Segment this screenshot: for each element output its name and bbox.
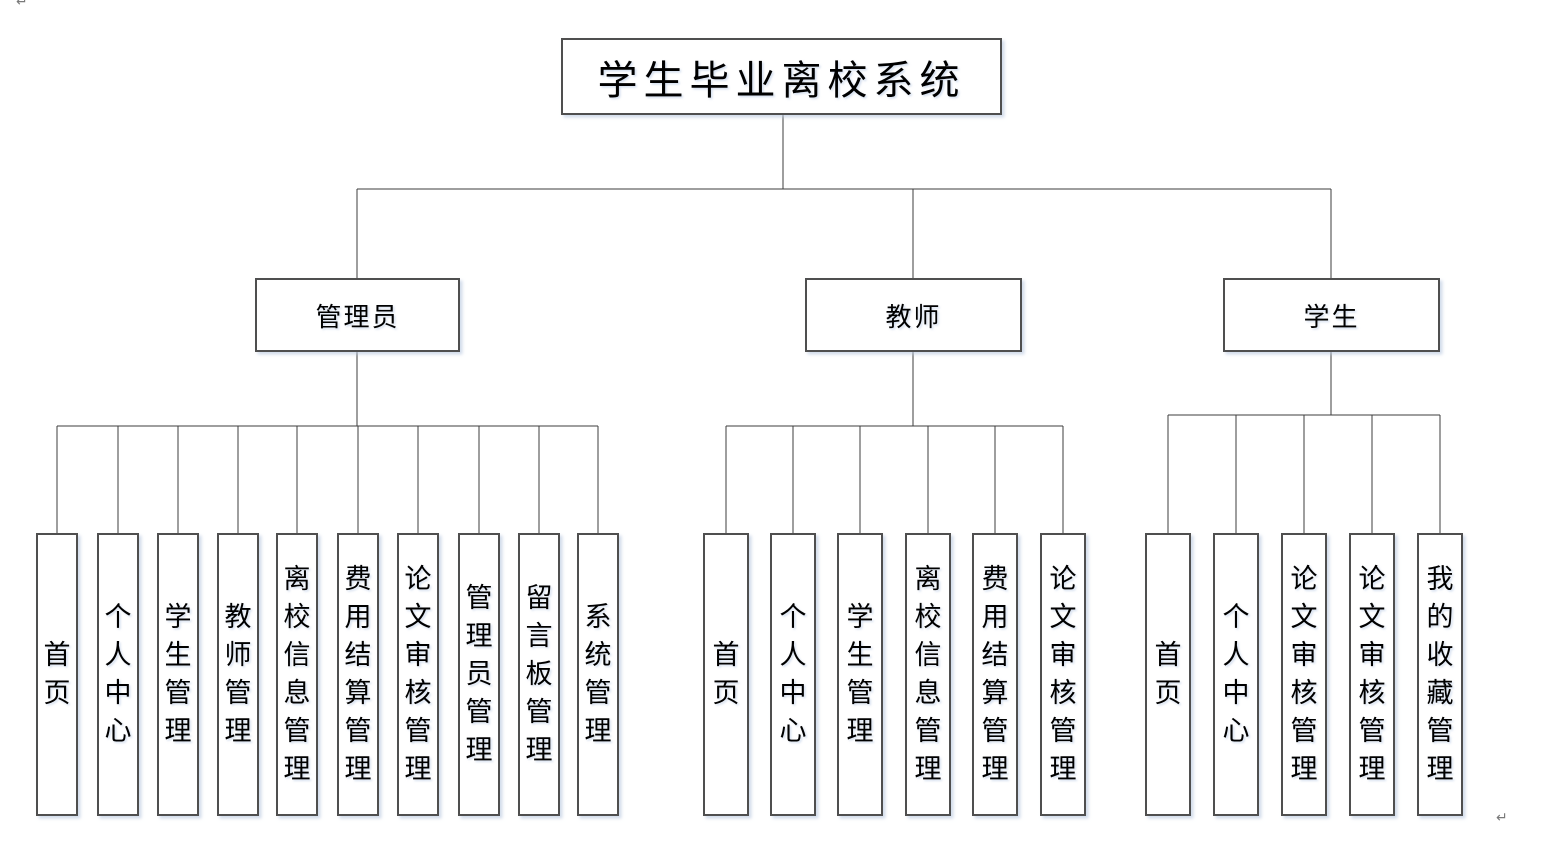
leaf-label: 学生管理	[164, 601, 192, 747]
root-node-label: 学生毕业离校系统	[597, 57, 966, 104]
leaf-label: 系统管理	[584, 601, 612, 747]
leaf-label: 留言板管理	[525, 582, 553, 766]
group-node-teacher: 教师	[805, 278, 1022, 352]
leaf-box-student-home: 首页	[1145, 533, 1191, 816]
leaf-label: 个人中心	[1222, 601, 1250, 747]
leaf-box-teacher-thesis-review-mgmt: 论文审核管理	[1040, 533, 1086, 816]
leaf-label: 论文审核管理	[404, 563, 432, 785]
paragraph-mark-icon: ↵	[1496, 810, 1508, 826]
leaf-label: 论文审核管理	[1290, 563, 1318, 785]
leaf-label: 离校信息管理	[283, 563, 311, 785]
leaf-label: 个人中心	[779, 601, 807, 747]
group-node-student: 学生	[1223, 278, 1440, 352]
leaf-box-teacher-leave-info-mgmt: 离校信息管理	[905, 533, 951, 816]
group-node-admin-label: 管理员	[315, 302, 400, 333]
leaf-box-admin-student-mgmt: 学生管理	[157, 533, 199, 816]
leaf-label: 费用结算管理	[981, 563, 1009, 785]
leaf-label: 教师管理	[224, 601, 252, 747]
leaf-label: 论文审核管理	[1358, 563, 1386, 785]
leaf-label: 管理员管理	[465, 582, 493, 766]
leaf-box-student-favorites-mgmt: 我的收藏管理	[1417, 533, 1463, 816]
leaf-box-admin-teacher-mgmt: 教师管理	[217, 533, 259, 816]
leaf-label: 论文审核管理	[1049, 563, 1077, 785]
leaf-label: 个人中心	[104, 601, 132, 747]
leaf-box-admin-thesis-review-mgmt: 论文审核管理	[397, 533, 439, 816]
leaf-box-teacher-student-mgmt: 学生管理	[837, 533, 883, 816]
leaf-box-admin-home: 首页	[36, 533, 78, 816]
leaf-label: 首页	[43, 639, 71, 709]
paragraph-mark-icon: ↵	[16, 0, 28, 10]
leaf-box-teacher-fee-settlement-mgmt: 费用结算管理	[972, 533, 1018, 816]
leaf-box-admin-leave-info-mgmt: 离校信息管理	[276, 533, 318, 816]
leaf-box-admin-fee-settlement-mgmt: 费用结算管理	[337, 533, 379, 816]
leaf-box-teacher-personal-center: 个人中心	[770, 533, 816, 816]
leaf-label: 学生管理	[846, 601, 874, 747]
leaf-label: 首页	[1154, 639, 1182, 709]
leaf-box-admin-personal-center: 个人中心	[97, 533, 139, 816]
leaf-box-student-thesis-review-mgmt-1: 论文审核管理	[1281, 533, 1327, 816]
leaf-label: 首页	[712, 639, 740, 709]
group-node-student-label: 学生	[1303, 302, 1360, 333]
leaf-box-admin-admin-mgmt: 管理员管理	[458, 533, 500, 816]
leaf-box-admin-system-mgmt: 系统管理	[577, 533, 619, 816]
group-node-admin: 管理员	[255, 278, 460, 352]
leaf-label: 我的收藏管理	[1426, 563, 1454, 785]
leaf-box-teacher-home: 首页	[703, 533, 749, 816]
root-node: 学生毕业离校系统	[561, 38, 1002, 115]
group-node-teacher-label: 教师	[885, 302, 942, 333]
leaf-label: 费用结算管理	[344, 563, 372, 785]
leaf-box-student-personal-center: 个人中心	[1213, 533, 1259, 816]
leaf-box-admin-message-board-mgmt: 留言板管理	[518, 533, 560, 816]
leaf-label: 离校信息管理	[914, 563, 942, 785]
leaf-box-student-thesis-review-mgmt-2: 论文审核管理	[1349, 533, 1395, 816]
